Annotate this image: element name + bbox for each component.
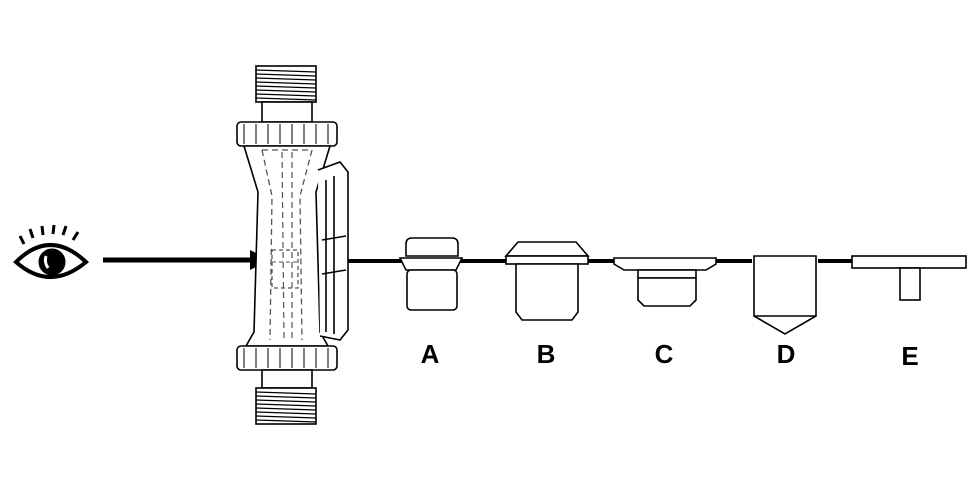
flowmeter-icon (236, 65, 349, 425)
float-label-b: B (537, 339, 556, 369)
thread-line (255, 391, 317, 395)
top-union-nut (236, 121, 338, 147)
thread-line (255, 403, 317, 407)
float-b-shape (504, 241, 590, 321)
thread-line (255, 81, 317, 85)
float-label-e: E (901, 341, 918, 371)
meter-body (242, 145, 332, 347)
thread-line (255, 97, 317, 101)
thread-line (255, 85, 317, 89)
thread-line (255, 69, 317, 73)
sight-arrow-icon (103, 250, 270, 270)
bottom-thread (255, 369, 317, 425)
float-label-a: A (421, 339, 440, 369)
thread-line (255, 419, 317, 423)
thread-line (255, 89, 317, 93)
thread-line (255, 411, 317, 415)
thread-line (255, 415, 317, 419)
thread-line (255, 77, 317, 81)
thread-line (255, 73, 317, 77)
thread-line (255, 93, 317, 97)
top-thread (255, 65, 317, 123)
float-c-shape (613, 257, 717, 307)
float-d-shape (753, 255, 817, 335)
eye-icon (13, 224, 90, 279)
thread-line (255, 395, 317, 399)
thread-line (255, 407, 317, 411)
thread-line (255, 399, 317, 403)
bottom-union-nut (236, 345, 338, 371)
float-label-d: D (777, 339, 796, 369)
float-label-c: C (655, 339, 674, 369)
float-e-shape (851, 255, 967, 301)
float-a-shape (398, 237, 464, 311)
scale-bracket (317, 161, 349, 341)
